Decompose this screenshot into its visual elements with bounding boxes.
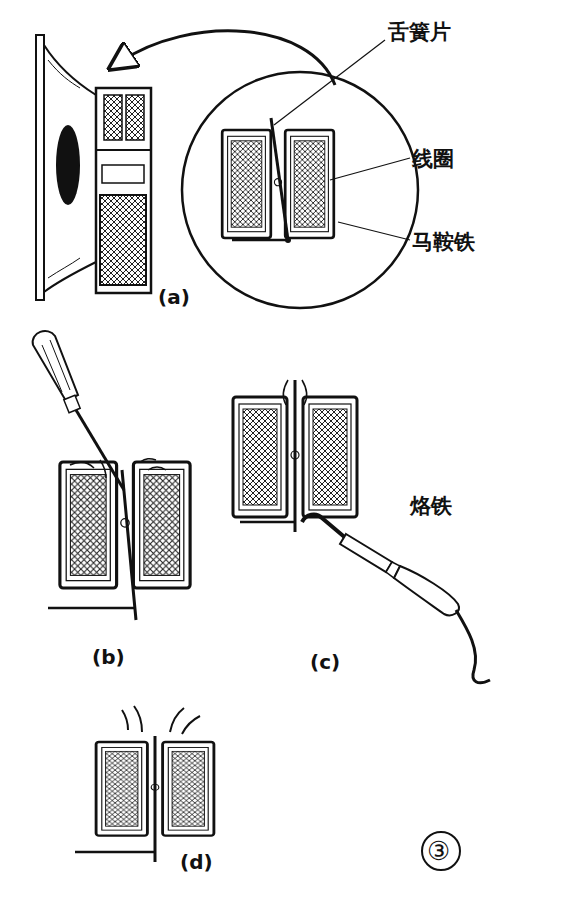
screwdriver (33, 331, 124, 490)
reed-and-leaders (285, 237, 291, 243)
soldering-iron (456, 610, 490, 683)
zoom-arrow (120, 31, 335, 85)
speaker-drawing (36, 35, 44, 300)
coil-assembly (222, 130, 334, 238)
part-label: 舌簧片 (388, 18, 451, 46)
figure-number-ring (422, 832, 460, 870)
speaker-drawing (56, 125, 80, 205)
speaker-drawing (96, 88, 151, 293)
reed (122, 706, 200, 734)
speaker-drawing (44, 45, 96, 292)
speaker-drawing (96, 149, 151, 151)
reed (48, 607, 136, 610)
speaker-drawing (48, 60, 80, 278)
reed-and-leaders (232, 239, 290, 242)
speaker-drawing (102, 165, 144, 183)
panel-label: (c) (310, 650, 340, 674)
speaker-drawing (126, 95, 144, 140)
soldering-iron (302, 515, 348, 540)
reed (283, 380, 307, 405)
reed (75, 851, 155, 854)
coil-assembly (60, 462, 190, 588)
reed-and-leaders (274, 40, 385, 125)
reed (70, 459, 166, 478)
screwdriver (50, 340, 70, 390)
part-label: 烙铁 (410, 492, 452, 520)
zoom-circle (182, 72, 418, 308)
reed-and-leaders (330, 158, 410, 180)
speaker-drawing (104, 95, 122, 140)
reed (122, 470, 136, 620)
reed (240, 380, 307, 532)
figure-number: ③ (427, 835, 450, 867)
reed (294, 380, 297, 532)
soldering-iron (394, 566, 459, 615)
speaker-drawing (100, 195, 146, 285)
coil-assembly (222, 130, 334, 238)
reed-and-leaders (338, 222, 410, 240)
reed (75, 706, 200, 862)
soldering-iron (340, 534, 392, 572)
reed (240, 521, 295, 524)
panel-label: (d) (180, 850, 213, 874)
reed-and-leaders (232, 40, 410, 243)
part-label: 马鞍铁 (412, 228, 475, 256)
reed (48, 459, 166, 620)
reed (154, 736, 157, 862)
soldering-iron (302, 515, 490, 683)
part-label: 线圈 (412, 145, 454, 173)
panel-label: (a) (158, 285, 190, 309)
screwdriver (42, 345, 62, 392)
screwdriver (33, 331, 78, 401)
reed-and-leaders (271, 118, 288, 240)
panel-label: (b) (92, 645, 125, 669)
coil-assembly (60, 462, 190, 588)
speaker-drawing (36, 35, 151, 300)
